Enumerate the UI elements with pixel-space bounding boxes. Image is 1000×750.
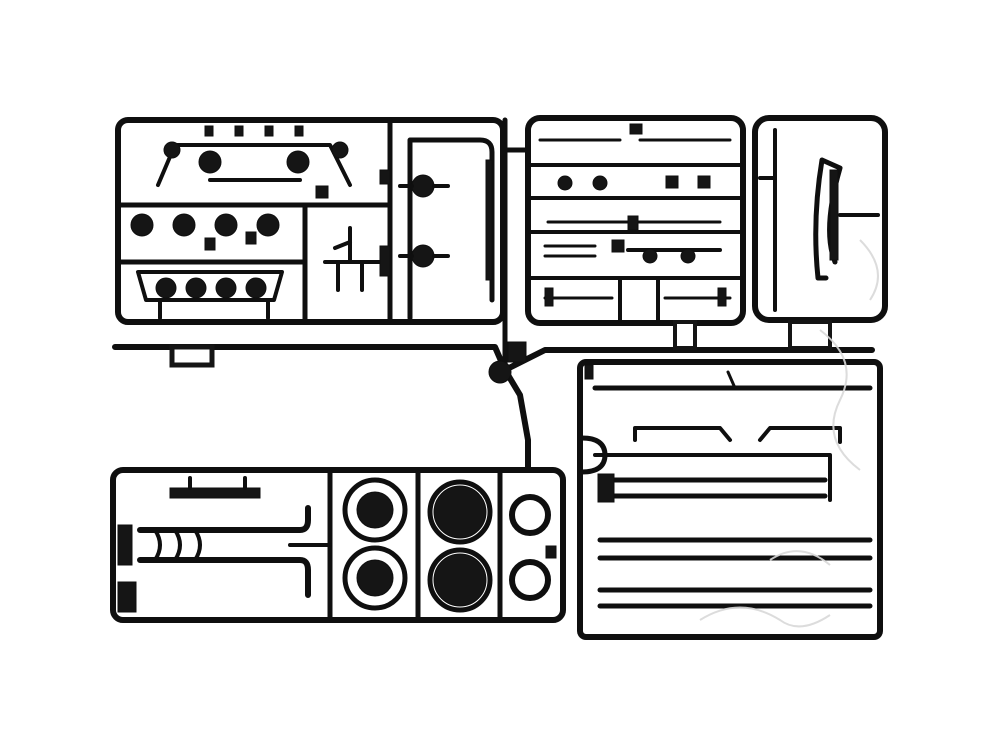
bracket-part: [323, 226, 392, 292]
knob-row: [130, 213, 280, 251]
long-rod-part: [597, 473, 873, 609]
exhaust-pipe-part: [117, 505, 332, 598]
tray-part: [136, 270, 284, 320]
knob-part: [331, 141, 349, 159]
ring-part: [509, 494, 557, 601]
sprue-frame-bottom-right: [577, 359, 883, 640]
gate-tab: [507, 341, 527, 363]
sprue-frame-top-right: [752, 115, 888, 350]
rail-part: [398, 137, 495, 321]
watermark-mark: [699, 239, 879, 628]
runner-tab: [169, 344, 215, 368]
knob-part: [286, 150, 310, 174]
sprue-frame-top-left: [115, 117, 506, 325]
gate-hub: [488, 360, 512, 384]
knob-part: [163, 141, 181, 159]
sprue-frame-top-middle: [525, 115, 746, 350]
sprue-frame-bottom-left: [110, 467, 566, 623]
wheel-part: [342, 477, 493, 613]
knob-part: [198, 150, 222, 174]
knob-pair: [557, 175, 711, 191]
peg-row: [204, 125, 304, 137]
